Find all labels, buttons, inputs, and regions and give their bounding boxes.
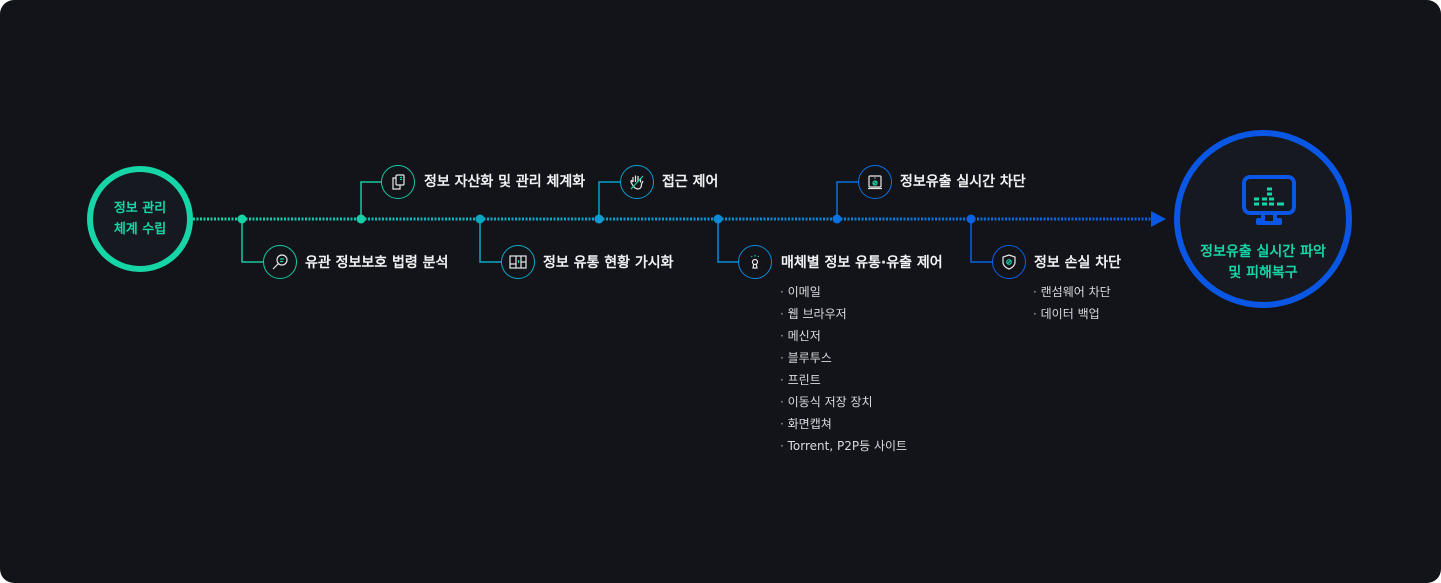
step-label: 정보 유통 현황 가시화 bbox=[543, 255, 674, 271]
laptop-block-icon bbox=[858, 165, 892, 199]
connector bbox=[241, 219, 263, 263]
documents-icon bbox=[381, 165, 415, 199]
list-item: 랜섬웨어 차단 bbox=[1033, 281, 1111, 303]
connector bbox=[598, 181, 620, 219]
timeline-node bbox=[237, 214, 247, 224]
step-label: 접근 제어 bbox=[662, 174, 719, 190]
list-item: 데이터 백업 bbox=[1033, 303, 1111, 325]
list-item: 화면캡쳐 bbox=[780, 413, 907, 435]
step-label: 정보유출 실시간 차단 bbox=[900, 174, 1026, 190]
media-control-list: 이메일 웹 브라우저 메신저 블루투스 프린트 이동식 저장 장치 화면캡쳐 T… bbox=[780, 281, 907, 457]
list-item: 웹 브라우저 bbox=[780, 303, 907, 325]
dashboard-icon bbox=[501, 245, 535, 279]
search-document-icon bbox=[263, 245, 297, 279]
step-label: 매체별 정보 유통·유출 제어 bbox=[781, 255, 943, 271]
arrow-head bbox=[1151, 211, 1166, 227]
timeline-node bbox=[713, 214, 723, 224]
shield-block-icon bbox=[992, 245, 1026, 279]
start-line1: 정보 관리 bbox=[113, 201, 167, 216]
list-item: 이메일 bbox=[780, 281, 907, 303]
list-item: 이동식 저장 장치 bbox=[780, 391, 907, 413]
hand-stop-icon bbox=[620, 165, 654, 199]
step-label: 유관 정보보호 법령 분석 bbox=[305, 255, 449, 271]
timeline-node bbox=[475, 214, 485, 224]
step-label: 정보 손실 차단 bbox=[1034, 255, 1122, 271]
timeline-node bbox=[356, 214, 366, 224]
monitor-chart-icon bbox=[1241, 174, 1297, 233]
connector bbox=[360, 181, 381, 219]
step-label: 정보 자산화 및 관리 체계화 bbox=[424, 174, 586, 190]
list-item: 프린트 bbox=[780, 369, 907, 391]
connector bbox=[717, 219, 738, 263]
loss-prevention-list: 랜섬웨어 차단 데이터 백업 bbox=[1033, 281, 1111, 325]
timeline-node bbox=[594, 214, 604, 224]
list-item: Torrent, P2P등 사이트 bbox=[780, 435, 907, 457]
keyhole-icon bbox=[738, 245, 772, 279]
start-line2: 체계 수립 bbox=[113, 222, 167, 237]
list-item: 블루투스 bbox=[780, 347, 907, 369]
connector bbox=[836, 181, 858, 219]
connector bbox=[970, 219, 992, 263]
list-item: 메신저 bbox=[780, 325, 907, 347]
connector bbox=[479, 219, 501, 263]
end-line1: 정보유출 실시간 파악 bbox=[1200, 244, 1326, 260]
timeline-node bbox=[832, 214, 842, 224]
end-line2: 및 피해복구 bbox=[1228, 265, 1298, 281]
timeline-node bbox=[966, 214, 976, 224]
